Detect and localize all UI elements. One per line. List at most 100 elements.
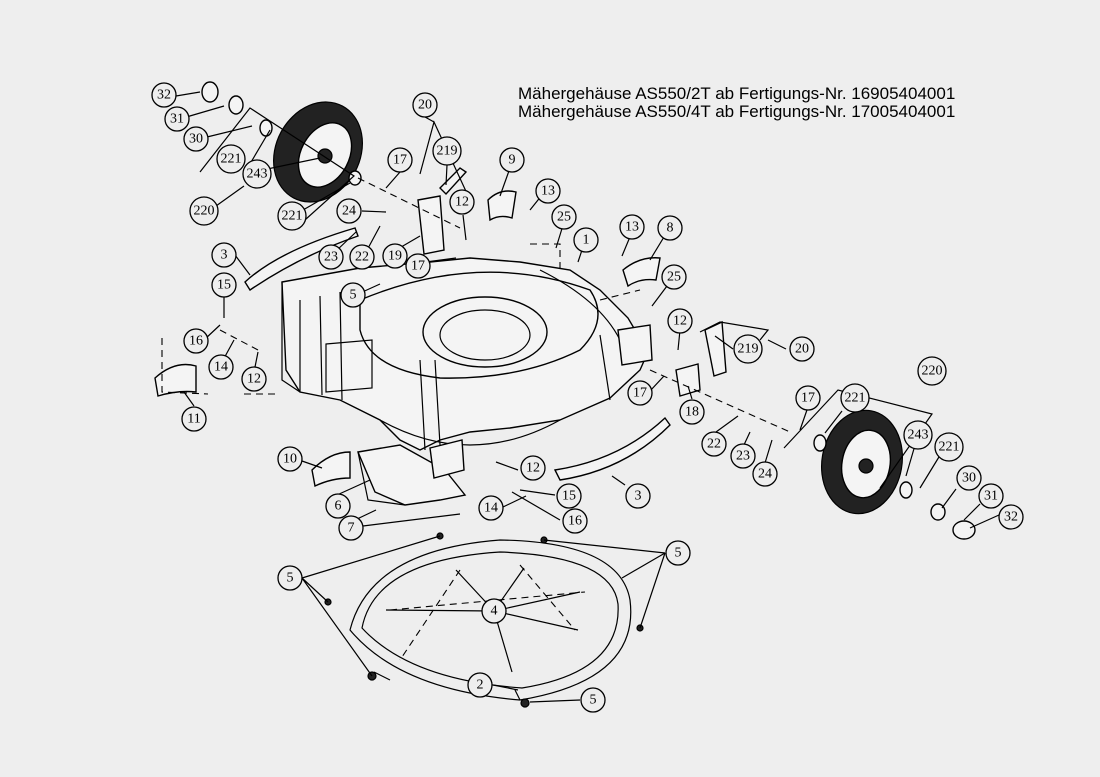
svg-text:3: 3 [635,489,642,504]
svg-text:30: 30 [189,132,203,147]
svg-text:23: 23 [324,250,338,265]
svg-text:5: 5 [675,546,682,561]
callout-3: 3 [211,242,237,268]
diagram-title-line-1: Mähergehäuse AS550/2T ab Fertigungs-Nr. … [518,84,956,103]
callout-18: 18 [679,399,705,425]
callout-19: 19 [382,243,408,269]
svg-text:219: 219 [437,144,458,159]
svg-text:2: 2 [477,678,484,693]
callout-25: 25 [661,264,687,290]
callout-3: 3 [625,483,651,509]
callout-22: 22 [349,244,375,270]
svg-text:24: 24 [758,467,772,482]
svg-text:10: 10 [283,452,297,467]
svg-text:25: 25 [557,210,571,225]
side-rails [244,227,671,481]
svg-text:221: 221 [939,440,960,455]
svg-text:220: 220 [922,364,943,379]
svg-text:17: 17 [801,391,815,406]
callout-16: 16 [183,328,209,354]
callout-220: 220 [917,356,947,386]
callouts: 32 31 30 221 243 220 221 20 219 17 24 22… [151,82,1024,713]
callout-5: 5 [580,687,606,713]
callout-12: 12 [449,189,475,215]
callout-17: 17 [627,380,653,406]
callout-22: 22 [701,431,727,457]
diagram-title-line-2: Mähergehäuse AS550/4T ab Fertigungs-Nr. … [518,102,956,121]
svg-text:32: 32 [1004,510,1018,525]
callout-219: 219 [733,334,763,364]
svg-text:31: 31 [170,112,184,127]
callout-221: 221 [216,144,246,174]
callout-15: 15 [211,272,237,298]
callout-20: 20 [789,336,815,362]
callout-20: 20 [412,92,438,118]
callout-31: 31 [164,106,190,132]
svg-text:17: 17 [393,153,407,168]
svg-text:5: 5 [350,288,357,303]
svg-text:12: 12 [673,314,687,329]
svg-text:30: 30 [962,471,976,486]
svg-text:24: 24 [342,204,356,219]
callout-17: 17 [405,253,431,279]
callout-32: 32 [151,82,177,108]
callout-25: 25 [551,204,577,230]
callout-9: 9 [499,147,525,173]
height-adjusters [154,190,661,488]
svg-text:23: 23 [736,449,750,464]
svg-text:12: 12 [526,461,540,476]
callout-32: 32 [998,504,1024,530]
callout-4: 4 [481,598,507,624]
callout-219: 219 [432,136,462,166]
callout-15: 15 [556,483,582,509]
callout-5: 5 [340,282,366,308]
callout-24: 24 [752,461,778,487]
callout-30: 30 [183,126,209,152]
svg-text:14: 14 [484,501,498,516]
svg-text:22: 22 [707,437,721,452]
callout-12: 12 [520,455,546,481]
callout-12: 12 [667,308,693,334]
callout-243: 243 [242,159,272,189]
svg-text:8: 8 [667,221,674,236]
svg-text:18: 18 [685,405,699,420]
svg-text:4: 4 [491,604,498,619]
mower-housing [281,257,649,451]
callout-221: 221 [840,383,870,413]
svg-text:220: 220 [194,204,215,219]
svg-text:17: 17 [411,259,425,274]
svg-text:15: 15 [562,489,576,504]
svg-text:3: 3 [221,248,228,263]
svg-text:7: 7 [348,521,355,536]
callout-13: 13 [535,178,561,204]
svg-text:243: 243 [908,428,929,443]
svg-text:12: 12 [247,372,261,387]
callout-11: 11 [181,406,207,432]
callout-13: 13 [619,214,645,240]
svg-text:12: 12 [455,195,469,210]
svg-text:221: 221 [221,152,242,167]
svg-text:221: 221 [282,209,303,224]
callout-7: 7 [338,515,364,541]
callout-2: 2 [467,672,493,698]
callout-14: 14 [208,354,234,380]
svg-text:14: 14 [214,360,228,375]
svg-text:243: 243 [247,167,268,182]
svg-text:16: 16 [189,334,203,349]
svg-text:13: 13 [541,184,555,199]
callout-14: 14 [478,495,504,521]
svg-text:221: 221 [845,391,866,406]
svg-text:31: 31 [984,489,998,504]
callout-17: 17 [387,147,413,173]
front-wheel-right [813,409,976,540]
svg-text:17: 17 [633,386,647,401]
callout-5: 5 [277,565,303,591]
svg-text:20: 20 [795,342,809,357]
callout-10: 10 [277,446,303,472]
svg-text:5: 5 [590,693,597,708]
callout-243: 243 [903,420,933,450]
callout-8: 8 [657,215,683,241]
callout-5: 5 [665,540,691,566]
